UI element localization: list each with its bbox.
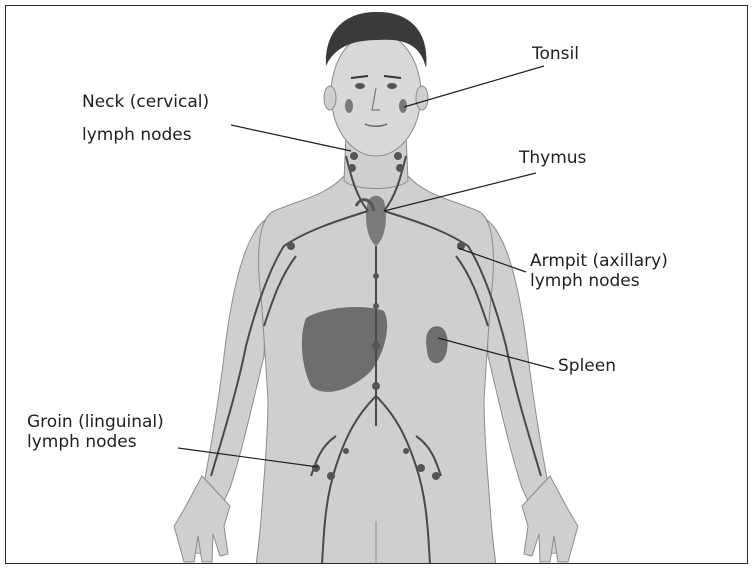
label-thymus: Thymus bbox=[519, 148, 586, 168]
head bbox=[324, 12, 428, 156]
diagram-frame: Tonsil Neck (cervical) lymph nodes Thymu… bbox=[5, 5, 748, 564]
label-spleen-text: Spleen bbox=[558, 356, 616, 376]
label-neck-line1: Neck (cervical) bbox=[82, 92, 209, 112]
label-groin-linguinal: Groin (linguinal) lymph nodes bbox=[27, 412, 164, 453]
neck-leader bbox=[231, 125, 351, 151]
label-tonsil: Tonsil bbox=[532, 44, 579, 64]
label-thymus-text: Thymus bbox=[519, 148, 586, 168]
tonsil-leader bbox=[404, 66, 544, 107]
label-tonsil-text: Tonsil bbox=[532, 44, 579, 64]
label-groin-line1: Groin (linguinal) bbox=[27, 412, 164, 432]
label-neck-line2: lymph nodes bbox=[82, 125, 209, 145]
label-spleen: Spleen bbox=[558, 356, 616, 376]
label-groin-line2: lymph nodes bbox=[27, 432, 164, 452]
label-neck-cervical: Neck (cervical) lymph nodes bbox=[82, 92, 209, 146]
label-armpit-line2: lymph nodes bbox=[530, 271, 668, 291]
label-armpit-line1: Armpit (axillary) bbox=[530, 251, 668, 271]
label-armpit-axillary: Armpit (axillary) lymph nodes bbox=[530, 251, 668, 292]
